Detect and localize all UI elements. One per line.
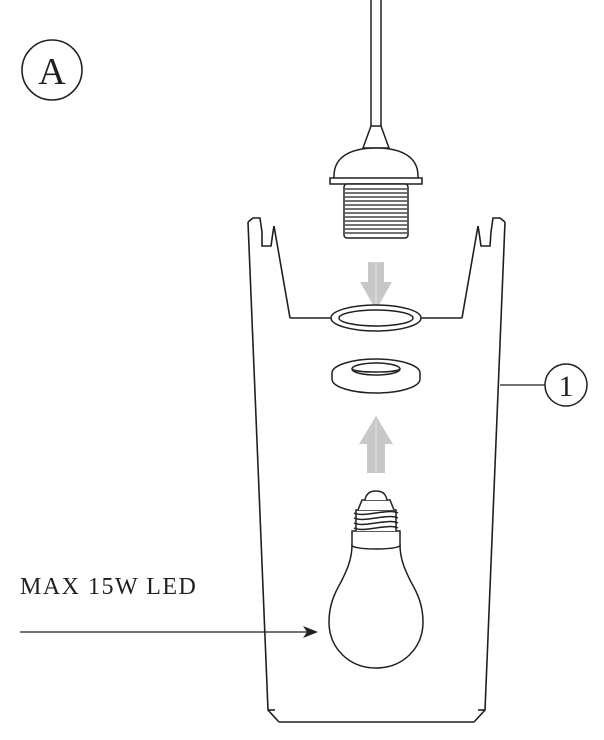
shade-inner-left (273, 225, 291, 319)
socket-threads (345, 188, 407, 234)
lamp-socket (329, 125, 423, 239)
shade-left-wall (247, 221, 280, 723)
part-callout-number: 1 (559, 370, 574, 403)
shade-left-tab (247, 217, 275, 247)
step-badge: A (21, 39, 83, 101)
bulb-collar (351, 530, 401, 550)
shade-right-tab (477, 217, 506, 247)
bulb-screw-base (353, 490, 399, 531)
step-badge-circle (21, 39, 83, 101)
bulb-glass (328, 544, 424, 669)
washer-ring (330, 304, 422, 332)
shade-inner-right (461, 225, 479, 319)
bulb-note: MAX 15W LED (20, 574, 318, 638)
retaining-ring (331, 358, 421, 394)
socket-cable-grip (361, 125, 391, 149)
part-callout-circle (544, 363, 588, 407)
lamp-shade (247, 217, 506, 723)
light-bulb (328, 490, 424, 669)
up-arrow (359, 416, 393, 473)
down-arrow (360, 262, 392, 310)
bulb-note-arrow-head (303, 626, 318, 638)
socket-cap (333, 147, 419, 181)
cable (370, 0, 382, 128)
step-badge-label: A (38, 51, 66, 93)
part-callout: 1 (500, 363, 588, 407)
bulb-note-text: MAX 15W LED (20, 574, 197, 600)
socket-threaded-body (343, 183, 409, 239)
shade-right-wall (473, 221, 506, 723)
socket-shoulder (329, 177, 423, 185)
